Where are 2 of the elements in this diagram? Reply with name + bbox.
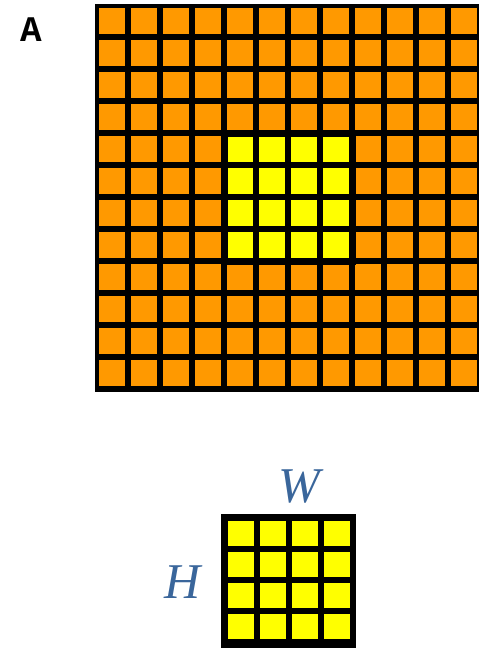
- panel-letter: A: [20, 14, 42, 50]
- height-label: H: [164, 556, 200, 606]
